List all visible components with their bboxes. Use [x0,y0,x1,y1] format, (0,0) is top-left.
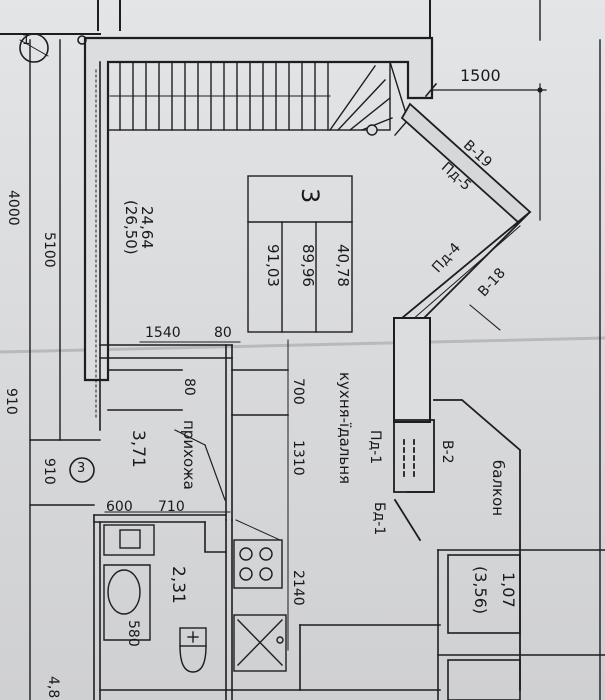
dimension-5100: 5100 [41,232,57,268]
dimension-700: 700 [290,378,306,405]
axis-label-1: 1 [22,33,31,48]
stair-room-area: 24,64 [138,206,156,249]
dimension-line [424,82,547,221]
dimension-1540: 1540 [145,325,181,341]
axis-label-3: 3 [77,461,86,476]
toilet-icon [179,627,207,673]
balcony-outline [393,399,521,691]
window-mark-v2: В-2 [439,440,455,464]
sink-icon [233,614,287,672]
stair-room-area-alt: (26,50) [122,200,140,255]
bay-window [400,102,532,331]
dimension-710: 710 [158,499,185,515]
dimension-1310: 1310 [290,440,306,476]
axis-marker-3 [69,457,95,483]
dimension-910-edge: 910 [3,388,19,415]
dimension-4000: 4000 [5,190,21,226]
hall-label: прихожа [180,420,198,490]
balcony-area-alt: (3,56) [471,566,490,615]
balcony-block [447,659,521,700]
living-area: 40,78 [334,244,352,287]
total-with-balcony: 91,03 [264,244,282,287]
axis-marker-1 [19,33,87,63]
outer-wall-top [83,36,434,382]
apartment-number: 3 [296,188,324,204]
dimension-910-left: 910 [41,458,57,485]
wall-segment [393,317,431,423]
total-area: 89,96 [299,244,317,287]
door-mark-pd1: Пд-1 [367,430,383,465]
dimension-1500: 1500 [460,66,501,85]
bathroom-area: 2,31 [168,566,188,604]
door-mark-bd1: Бд-1 [371,502,387,536]
hall-area: 3,71 [128,430,148,468]
dimension-580: 580 [125,620,141,647]
area-table [247,175,353,333]
bathtub-icon [103,524,155,641]
dimension-600: 600 [106,499,133,515]
stove-icon [233,519,283,589]
dimension-80-side: 80 [181,378,197,396]
staircase [107,61,409,136]
kitchen-label: кухня-їдальня [336,372,354,485]
interior-walls [93,344,441,700]
dimension-80-top: 80 [214,325,232,341]
balcony-label: балкон [489,460,507,517]
dimension-2140: 2140 [290,570,306,606]
balcony-area: 1,07 [499,572,518,608]
balcony-block [447,554,521,634]
dimension-4-8: 4,8 [45,676,61,699]
